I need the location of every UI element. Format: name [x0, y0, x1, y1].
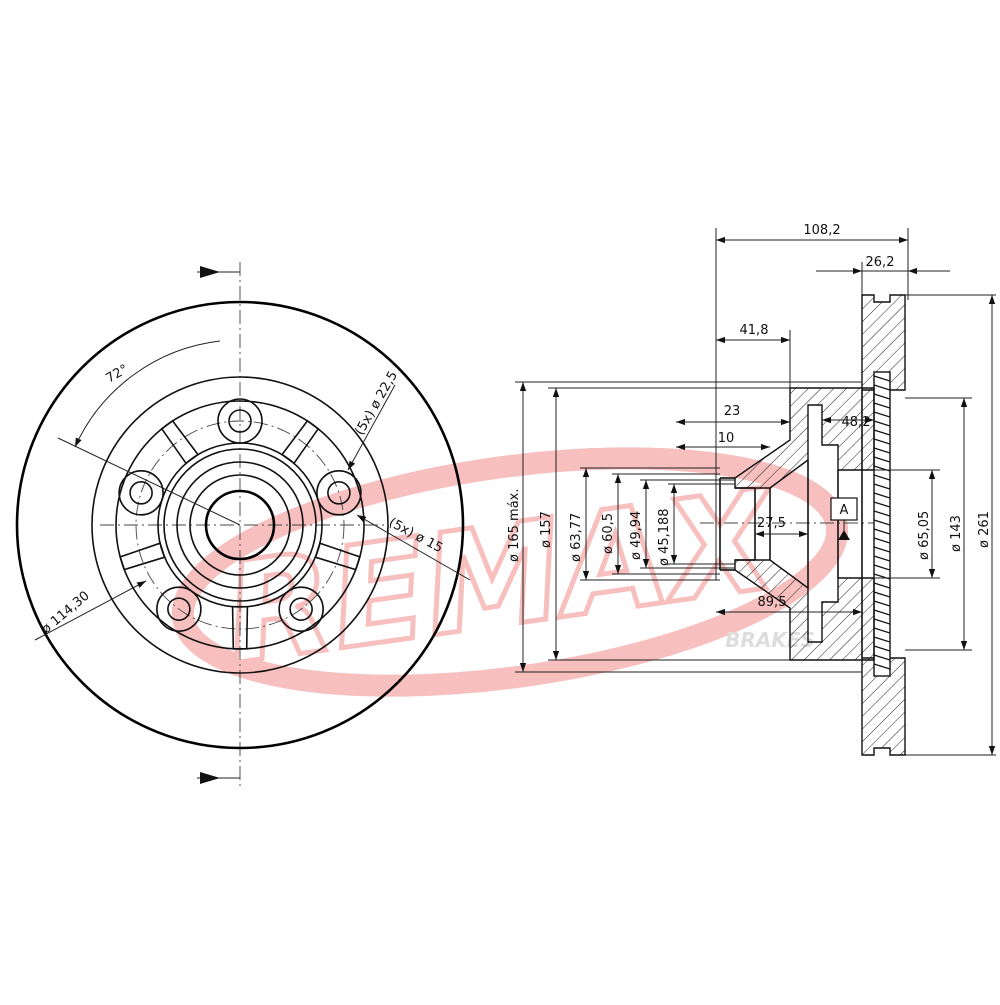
vent-band: [873, 371, 891, 677]
dim-48-label: 48,2: [842, 415, 871, 430]
vent-vane: [873, 600, 891, 607]
angle-arc: [74, 340, 221, 448]
hub-rib: [280, 419, 320, 465]
dim-89-label: 89,5: [758, 595, 787, 610]
dim-108-label: 108,2: [803, 223, 840, 238]
vent-vane: [873, 501, 891, 508]
stud-boss: [118, 470, 164, 516]
hub-ribs: [119, 419, 361, 650]
vent-vane: [873, 582, 891, 589]
stud-hole: [327, 481, 351, 505]
dim-10-label: 10: [718, 431, 735, 446]
vent-vane: [873, 627, 891, 634]
vent-vane: [873, 645, 891, 652]
vent-vane: [873, 438, 891, 445]
dim-261-label: ø 261: [977, 511, 992, 548]
stud-boss: [316, 470, 362, 516]
vent-vane: [873, 564, 891, 571]
dim-23-label: 23: [724, 404, 741, 419]
dim-60-label: ø 60,5: [601, 513, 616, 554]
vent-vane: [873, 537, 891, 544]
vent-vane: [873, 456, 891, 463]
vent-vane: [873, 663, 891, 670]
dim-143-label: ø 143: [949, 515, 964, 552]
vent-vane: [873, 492, 891, 499]
dim-49-label: ø 49,94: [629, 511, 644, 560]
hat-upper-section: [734, 387, 875, 489]
bolt-circle-leader: [34, 580, 147, 641]
vent-vane: [873, 447, 891, 454]
vent-vane: [873, 519, 891, 526]
dim-45-label: ø 45,188: [657, 508, 672, 566]
hub-rib: [119, 542, 166, 571]
disc-lower-section: [861, 657, 906, 756]
hub-rib: [231, 605, 249, 650]
stud-hole-leader: [347, 384, 396, 471]
vent-vane: [873, 420, 891, 427]
vent-vane: [873, 411, 891, 418]
stud-hole: [129, 481, 153, 505]
bolt-circle: [135, 420, 345, 630]
vent-vane: [873, 429, 891, 436]
stud-boss: [217, 398, 263, 444]
section-view: A 108,2 26,2 41,8 23 10 48,2 27,5 89,5 ø…: [507, 223, 996, 756]
dim-41-label: 41,8: [740, 323, 769, 338]
hub-outer: [176, 461, 304, 589]
vent-vane: [873, 546, 891, 553]
stud-hole: [289, 597, 313, 621]
dim-165-label: ø 165 máx.: [507, 489, 522, 563]
stud-hole: [167, 597, 191, 621]
vent-vane: [873, 384, 891, 391]
vent-vane: [873, 654, 891, 661]
stud-hole-label: (5x) ø 22,5: [352, 369, 401, 438]
angle-label: 72°: [104, 362, 131, 387]
vent-vanes: [873, 375, 891, 670]
stud-hole: [228, 409, 252, 433]
vent-vane: [873, 528, 891, 535]
vent-vane: [873, 510, 891, 517]
disc-outer-edge: [15, 300, 465, 750]
vent-vane: [873, 609, 891, 616]
center-bore: [204, 489, 276, 561]
friction-inner-edge: [91, 376, 389, 674]
dim-63-label: ø 63,77: [569, 513, 584, 562]
vent-vane: [873, 591, 891, 598]
small-hole-leader: [356, 514, 471, 581]
datum-label: A: [840, 503, 849, 518]
front-view: 72° ø 114,30 (5x) ø 22,5 (5x) ø 15: [15, 262, 471, 790]
dim-157-label: ø 157: [539, 511, 554, 548]
bolt-circle-label: ø 114,30: [39, 589, 93, 638]
stud-holes: [118, 398, 362, 632]
dim-65-label: ø 65,05: [917, 511, 932, 560]
hub-rib: [160, 419, 200, 465]
stud-boss: [156, 586, 202, 632]
hub-rib: [314, 542, 361, 571]
vent-vane: [873, 636, 891, 643]
vent-vane: [873, 402, 891, 409]
vent-vane: [873, 618, 891, 625]
vent-vane: [873, 393, 891, 400]
stud-boss: [278, 586, 324, 632]
dim-26-label: 26,2: [866, 255, 895, 270]
vent-vane: [873, 555, 891, 562]
vent-vane: [873, 474, 891, 481]
vent-vane: [873, 375, 891, 382]
vent-vane: [873, 483, 891, 490]
dim-27-label: 27,5: [757, 516, 786, 531]
